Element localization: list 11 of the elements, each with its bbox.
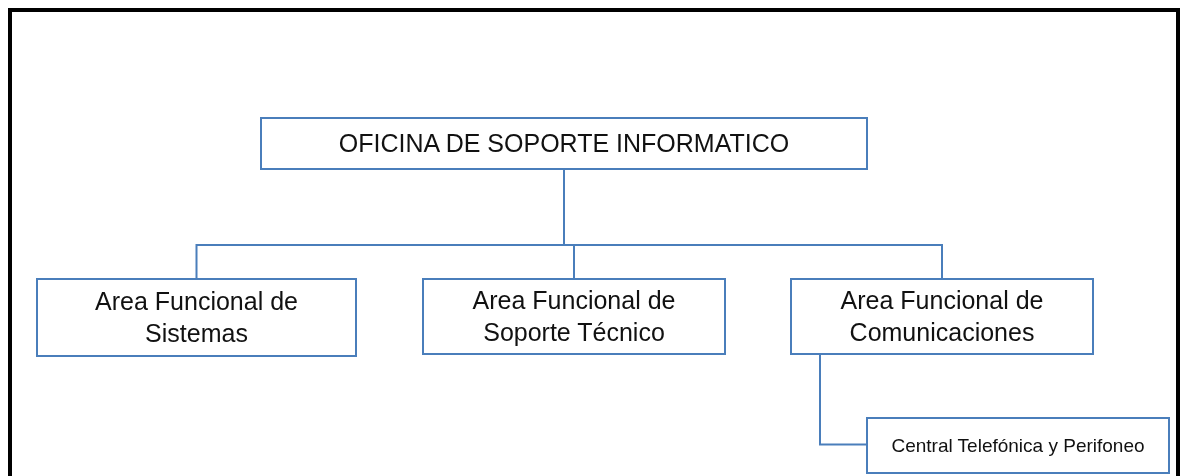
org-box bbox=[422, 278, 726, 355]
box-label: Central Telefónica y Perifoneo bbox=[891, 433, 1145, 458]
box-label: Area Funcional de Sistemas bbox=[94, 286, 299, 349]
box-label: OFICINA DE SOPORTE INFORMATICO bbox=[338, 127, 790, 159]
box-label: Area Funcional de Comunicaciones bbox=[839, 285, 1045, 348]
org-box bbox=[260, 117, 868, 170]
org-box bbox=[866, 417, 1170, 474]
connector-line bbox=[819, 354, 867, 446]
org-box bbox=[36, 278, 357, 357]
box-label: Area Funcional de Soporte Técnico bbox=[471, 285, 677, 348]
org-box bbox=[790, 278, 1094, 355]
